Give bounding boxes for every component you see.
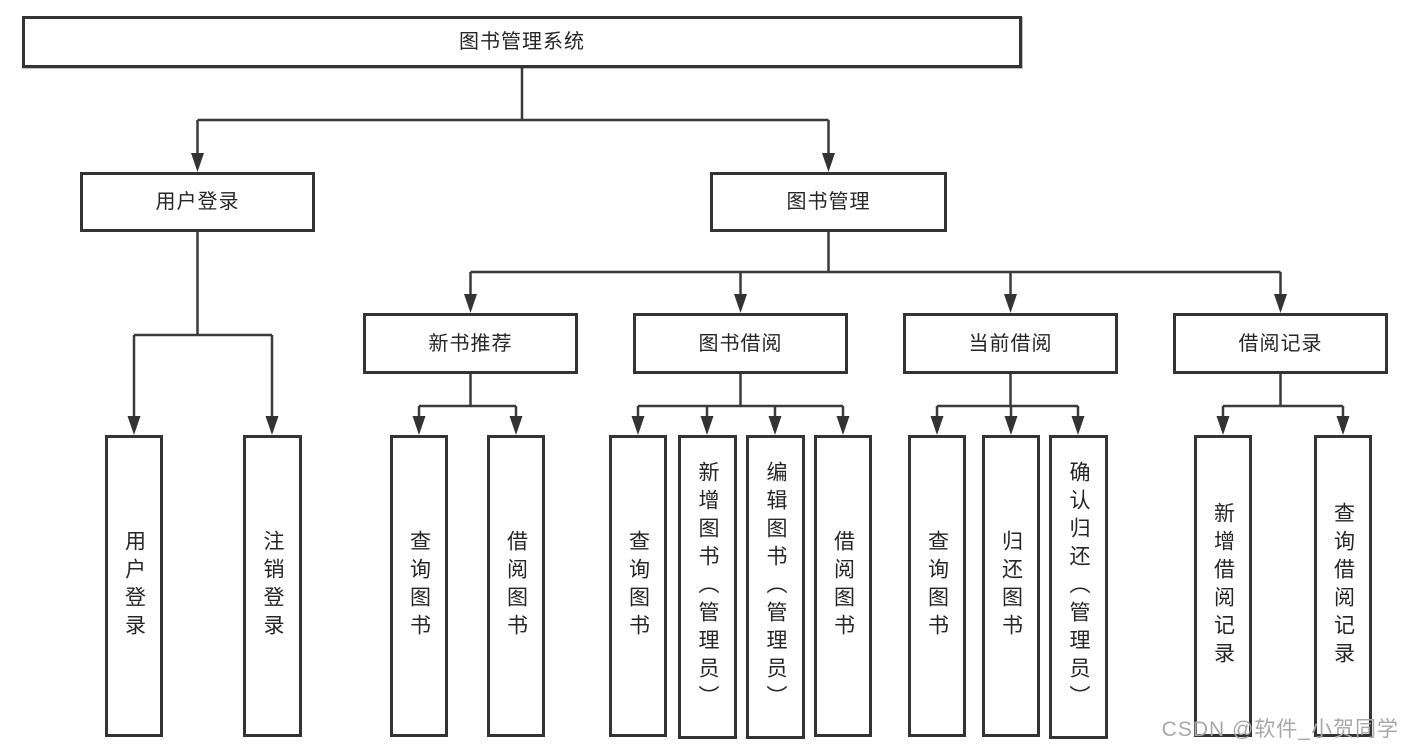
arrow-down-icon <box>127 416 141 435</box>
leaf-add-borrow-record: 新增借阅记录 <box>1194 435 1252 737</box>
arrow-down-icon <box>1004 416 1018 435</box>
arrow-down-icon <box>1216 416 1230 435</box>
leaf-label: 查询借阅记录 <box>1331 502 1355 670</box>
leaf-label: 借阅图书 <box>504 530 528 642</box>
arrow-down-icon <box>191 153 204 172</box>
leaf-label: 查询图书 <box>626 530 650 642</box>
arrowheads <box>127 153 1350 435</box>
leaf-label: 归还图书 <box>999 530 1023 642</box>
leaf-label: 新增借阅记录 <box>1211 502 1235 670</box>
arrow-down-icon <box>464 294 477 313</box>
arrow-down-icon <box>768 416 782 435</box>
leaf-borrow-book-1: 借阅图书 <box>487 435 545 737</box>
leaf-query-borrow-record: 查询借阅记录 <box>1314 435 1372 737</box>
arrow-down-icon <box>822 153 835 172</box>
arrow-down-icon <box>509 416 523 435</box>
leaf-logout: 注销登录 <box>243 435 302 737</box>
node-book-mgmt: 图书管理 <box>710 172 947 232</box>
arrow-down-icon <box>1336 416 1350 435</box>
leaf-query-book-1: 查询图书 <box>390 435 448 737</box>
arrow-down-icon <box>930 416 944 435</box>
arrow-down-icon <box>836 416 850 435</box>
csdn-watermark: CSDN @软件_小贺同学 <box>1161 718 1399 741</box>
node-current-borrow: 当前借阅 <box>903 313 1118 374</box>
arrow-down-icon <box>412 416 426 435</box>
leaf-query-book-3: 查询图书 <box>908 435 966 737</box>
leaf-label: 查询图书 <box>407 530 431 642</box>
leaf-label: 新增图书（管理员） <box>696 461 719 713</box>
leaf-query-book-2: 查询图书 <box>609 435 667 737</box>
arrow-down-icon <box>700 416 714 435</box>
arrow-down-icon <box>265 416 279 435</box>
node-user-login: 用户登录 <box>80 172 315 232</box>
tree-edges <box>132 68 1345 418</box>
leaf-user-login: 用户登录 <box>105 435 163 737</box>
node-borrow-records: 借阅记录 <box>1173 313 1388 374</box>
leaf-edit-book-admin: 编辑图书（管理员） <box>746 435 805 739</box>
leaf-return-book: 归还图书 <box>982 435 1040 737</box>
arrow-down-icon <box>631 416 645 435</box>
leaf-add-book-admin: 新增图书（管理员） <box>678 435 737 739</box>
leaf-label: 注销登录 <box>261 530 284 642</box>
leaf-label: 借阅图书 <box>831 530 855 642</box>
leaf-confirm-return-admin: 确认归还（管理员） <box>1049 435 1108 739</box>
node-new-book: 新书推荐 <box>363 313 578 374</box>
leaf-label: 查询图书 <box>925 530 949 642</box>
leaf-label: 编辑图书（管理员） <box>764 461 787 713</box>
node-root: 图书管理系统 <box>22 16 1022 68</box>
arrow-down-icon <box>1274 294 1287 313</box>
arrow-down-icon <box>1071 416 1085 435</box>
arrow-down-icon <box>734 294 747 313</box>
arrow-down-icon <box>1004 294 1017 313</box>
leaf-label: 用户登录 <box>122 530 146 642</box>
leaf-label: 确认归还（管理员） <box>1067 461 1090 713</box>
node-book-borrow: 图书借阅 <box>633 313 848 374</box>
leaf-borrow-book-2: 借阅图书 <box>814 435 872 737</box>
